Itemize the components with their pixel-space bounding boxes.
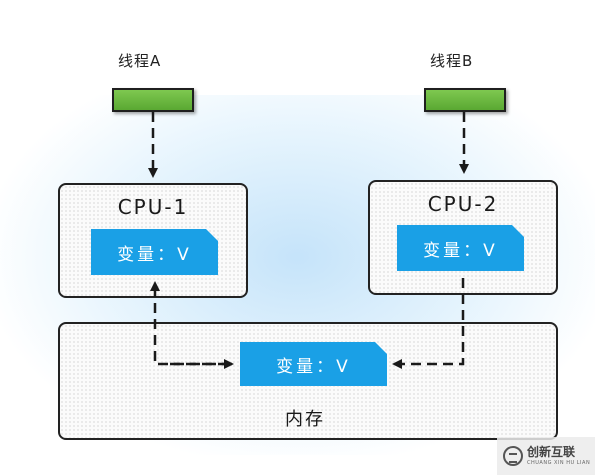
cpu-1-variable: 变量：V <box>91 229 218 275</box>
cpu-2-variable: 变量：V <box>397 225 524 271</box>
watermark: 创新互联 CHUANG XIN HU LIAN <box>497 437 595 475</box>
thread-a-block <box>112 88 194 112</box>
watermark-subtext: CHUANG XIN HU LIAN <box>527 460 591 466</box>
thread-a-label: 线程A <box>118 52 162 70</box>
cpu-2-title: CPU-2 <box>427 192 499 216</box>
cpu-1-title: CPU-1 <box>117 195 189 219</box>
memory-variable: 变量：V <box>240 342 387 386</box>
arrow-memory-to-cpu1 <box>150 281 232 366</box>
arrow-cpu2-to-memory <box>392 278 465 369</box>
memory-title: 内存 <box>285 409 325 430</box>
thread-b-block <box>424 88 506 112</box>
watermark-logo-icon <box>503 446 523 466</box>
thread-b-label: 线程B <box>430 52 474 70</box>
watermark-text: 创新互联 <box>527 445 576 459</box>
